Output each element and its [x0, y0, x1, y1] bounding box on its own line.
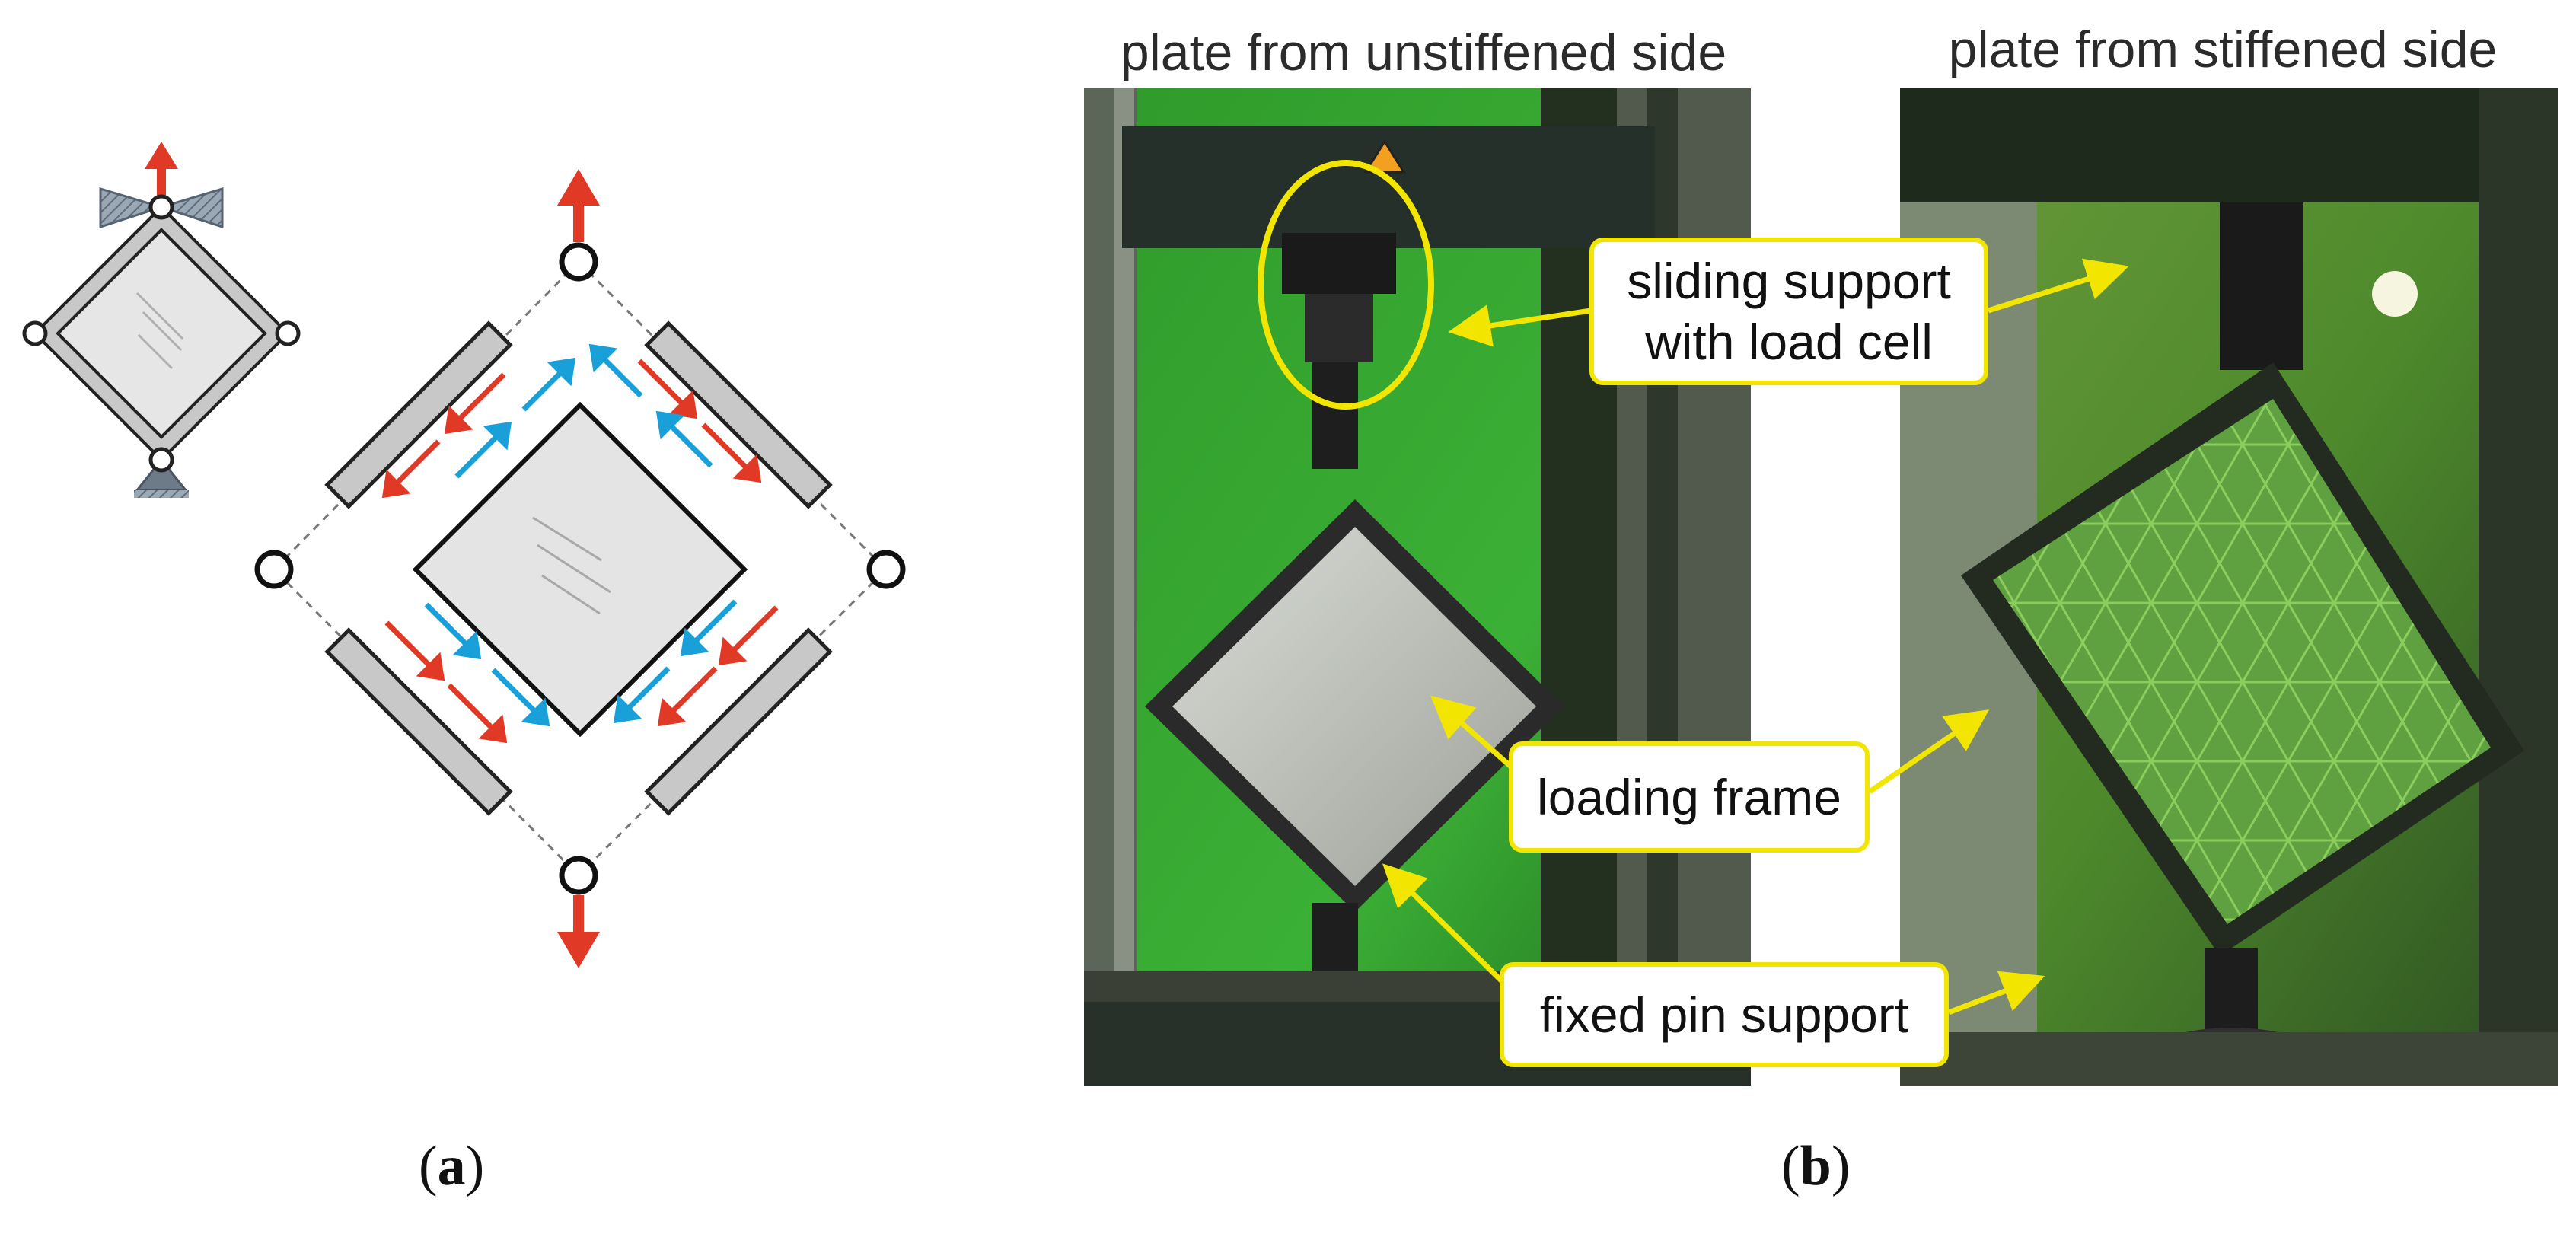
inset-tension-arrow-up: [145, 142, 178, 198]
inset-pin-left: [22, 320, 48, 346]
callout-sliding-support-line2: with load cell: [1645, 314, 1933, 370]
pin-left: [254, 550, 294, 589]
callout-sliding-support-line1: sliding support: [1627, 253, 1951, 309]
inset-frame: [33, 205, 290, 462]
inset-pin-right: [275, 320, 301, 346]
tension-arrow-down: [557, 895, 600, 968]
photo-stiffened-side: [1900, 88, 2558, 1086]
red-shear-arrows: [381, 359, 779, 744]
tension-arrow-up: [557, 169, 600, 242]
pin-top: [559, 242, 598, 282]
fixed-pin-symbol: [134, 457, 189, 498]
load-cell-highlight: [1258, 160, 1434, 410]
pin-bottom: [559, 856, 598, 895]
right-photo-title: plate from stiffened side: [1948, 21, 2498, 78]
left-photo-title: plate from unstiffened side: [1120, 24, 1727, 81]
schematic-panel-a: [22, 142, 906, 968]
arrow-frame-left: [1430, 695, 1514, 770]
exploded-shear-diagram: [254, 169, 906, 968]
frame-bar-lower-right: [644, 627, 833, 816]
sliding-support-symbol: [99, 187, 224, 229]
inset-support-diagram: [22, 142, 301, 498]
blue-shear-arrows: [424, 343, 738, 727]
arrow-pin-right: [1947, 971, 2045, 1015]
callout-fixed-pin-support: fixed pin support: [1500, 962, 1949, 1067]
pin-right: [866, 550, 906, 589]
callout-loading-frame-text: loading frame: [1537, 769, 1841, 825]
frame-bar-upper-left: [324, 320, 513, 509]
arrow-sliding-left: [1448, 304, 1592, 347]
panel-label-b: (b): [1781, 1135, 1851, 1197]
inset-pin-top: [148, 194, 174, 220]
arrow-frame-right: [1868, 709, 1990, 794]
inset-pin-bottom: [148, 447, 174, 473]
frame-bar-lower-left: [324, 627, 513, 816]
arrow-sliding-right: [1987, 258, 2129, 314]
callout-fixed-pin-support-text: fixed pin support: [1539, 987, 1909, 1043]
callout-loading-frame: loading frame: [1509, 741, 1870, 853]
arrow-pin-left: [1382, 863, 1505, 984]
panel-label-a: (a): [419, 1135, 485, 1197]
shear-plate: [412, 401, 748, 738]
callout-sliding-support: sliding support with load cell: [1589, 238, 1988, 385]
frame-bar-upper-right: [644, 320, 833, 509]
